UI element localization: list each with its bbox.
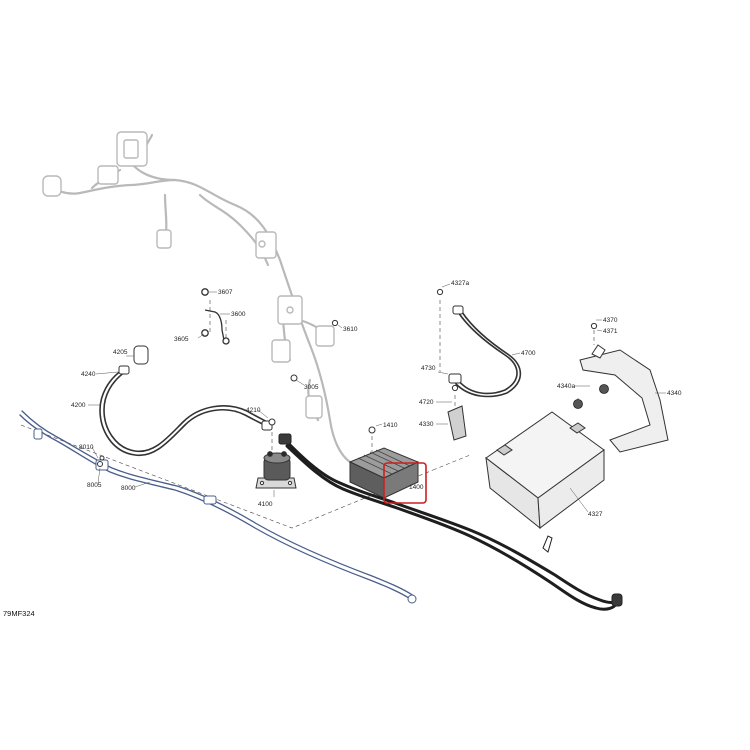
callout-3610: 3610 xyxy=(343,326,358,333)
battery-cable-4700 xyxy=(455,311,522,398)
ground-strap-3600 xyxy=(201,288,230,345)
cable-8000 xyxy=(19,410,415,601)
clip-8005 xyxy=(97,455,105,467)
harness-1400-terminals xyxy=(278,433,623,607)
callout-4327: 4327 xyxy=(588,511,603,518)
callout-1410: 1410 xyxy=(383,422,398,429)
callout-4327a: 4327a xyxy=(451,280,469,287)
leader-lines xyxy=(88,283,666,513)
harness-connectors-ghost xyxy=(42,131,335,419)
highlight-box xyxy=(383,462,427,504)
cable-4200 xyxy=(99,369,272,457)
callout-4370: 4370 xyxy=(603,317,618,324)
callout-4340a: 4340a xyxy=(557,383,575,390)
diagram-code: 79MF324 xyxy=(3,609,35,618)
starter-solenoid-4100 xyxy=(255,451,297,489)
callout-4240: 4240 xyxy=(81,371,96,378)
callout-4200: 4200 xyxy=(71,402,86,409)
battery-4327 xyxy=(485,411,605,530)
callout-4730: 4730 xyxy=(421,365,436,372)
callout-4371: 4371 xyxy=(603,328,618,335)
callout-8010: 8010 xyxy=(79,444,94,451)
callout-4700: 4700 xyxy=(521,350,536,357)
cable-terminal-icon xyxy=(452,305,464,315)
callout-3607: 3607 xyxy=(218,289,233,296)
callout-4330: 4330 xyxy=(419,421,434,428)
bracket-4330 xyxy=(447,405,467,441)
cable-8000-parts xyxy=(33,428,417,604)
regulator-harness-1400 xyxy=(283,438,622,611)
callout-4340: 4340 xyxy=(667,390,682,397)
callout-1400: 1400 xyxy=(409,484,424,491)
cable-terminal-icon xyxy=(448,373,462,384)
callout-4210: 4210 xyxy=(246,407,261,414)
callout-8005: 8005 xyxy=(87,482,102,489)
callout-3605: 3605 xyxy=(174,336,189,343)
callout-4205: 4205 xyxy=(113,349,128,356)
nuts xyxy=(573,384,609,409)
callout-4100: 4100 xyxy=(258,501,273,508)
fasteners xyxy=(268,288,598,434)
callout-labels: 3607 3600 3605 3610 3005 4205 4240 4200 … xyxy=(71,280,682,518)
support-4340 xyxy=(579,344,669,453)
callout-4720: 4720 xyxy=(419,399,434,406)
callout-8000: 8000 xyxy=(121,485,136,492)
callout-3600: 3600 xyxy=(231,311,246,318)
callout-3005: 3005 xyxy=(304,384,319,391)
